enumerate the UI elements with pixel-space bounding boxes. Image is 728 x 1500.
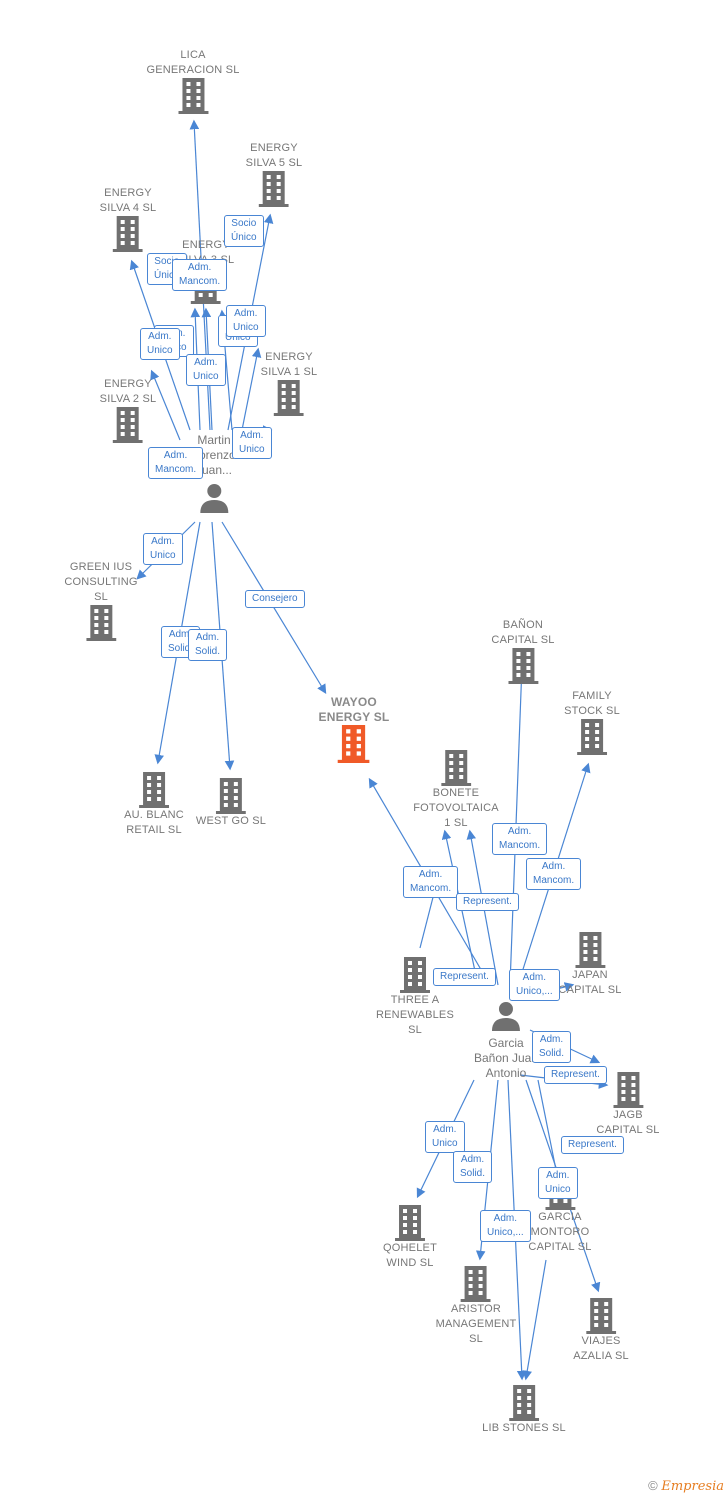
company-label: LICA GENERACION SL: [146, 49, 240, 76]
footer-brand[interactable]: © Empresia: [648, 1478, 724, 1494]
role-badge[interactable]: Adm. Solid.: [532, 1031, 572, 1063]
building-icon: [509, 1385, 539, 1421]
company-bonete-fotovoltaica[interactable]: BONETE FOTOVOLTAICA 1 SL: [413, 750, 499, 831]
building-icon: [577, 719, 607, 755]
role-badge[interactable]: Represent.: [456, 893, 519, 911]
edge: [239, 347, 262, 441]
company-label: WEST GO SL: [195, 815, 267, 827]
company-label: BONETE FOTOVOLTAICA 1 SL: [413, 787, 499, 829]
role-badge[interactable]: Adm. Unico: [425, 1121, 465, 1153]
company-label: JAGB CAPITAL SL: [596, 1109, 660, 1136]
building-icon: [585, 1298, 616, 1334]
person-martin-lorenzo[interactable]: Martin Lorenzo Juan...: [192, 433, 236, 514]
role-badge[interactable]: Adm. Unico: [232, 427, 272, 459]
building-icon: [273, 380, 304, 416]
company-energy-silva-5[interactable]: ENERGY SILVA 5 SL: [246, 141, 303, 207]
building-icon: [395, 1205, 425, 1241]
company-label: ENERGY SILVA 2 SL: [99, 378, 157, 405]
company-label: FAMILY STOCK SL: [564, 690, 620, 717]
building-icon: [112, 216, 143, 252]
company-label: VIAJES AZALIA SL: [573, 1335, 629, 1362]
company-label: ENERGY SILVA 5 SL: [245, 142, 303, 169]
company-lib-stones[interactable]: LIB STONES SL: [482, 1385, 566, 1436]
role-badge[interactable]: Adm. Mancom.: [492, 823, 548, 855]
role-badge[interactable]: Adm. Solid.: [188, 629, 228, 661]
company-west-go[interactable]: WEST GO SL: [196, 778, 266, 829]
building-icon: [461, 1266, 491, 1302]
role-badge[interactable]: Adm. Mancom.: [403, 866, 459, 898]
company-energy-silva-1[interactable]: ENERGY SILVA 1 SL: [261, 350, 318, 416]
company-banon-capital[interactable]: BAÑON CAPITAL SL: [491, 618, 554, 684]
building-icon: [441, 750, 471, 786]
company-label: WAYOO ENERGY SL: [318, 695, 390, 724]
company-viajes-azalia[interactable]: VIAJES AZALIA SL: [573, 1298, 629, 1364]
company-wayoo-energy[interactable]: WAYOO ENERGY SL: [319, 695, 390, 763]
company-label: AU. BLANC RETAIL SL: [124, 809, 184, 836]
person-icon: [200, 484, 228, 513]
role-badge[interactable]: Represent.: [544, 1066, 607, 1084]
role-badge[interactable]: Adm. Mancom.: [148, 447, 204, 479]
building-icon: [258, 171, 289, 207]
company-energy-silva-4[interactable]: ENERGY SILVA 4 SL: [100, 186, 157, 252]
company-au-blanc-retail[interactable]: AU. BLANC RETAIL SL: [124, 772, 184, 838]
company-japan-capital[interactable]: JAPAN CAPITAL SL: [558, 932, 621, 998]
company-energy-silva-2[interactable]: ENERGY SILVA 2 SL: [100, 377, 157, 443]
company-label: ENERGY SILVA 1 SL: [260, 351, 318, 378]
company-qohelet-wind[interactable]: QOHELET WIND SL: [383, 1205, 437, 1271]
company-label: THREE A RENEWABLES SL: [375, 994, 455, 1036]
building-icon: [507, 648, 538, 684]
edge: [522, 1259, 547, 1381]
role-badge[interactable]: Adm. Unico: [140, 328, 180, 360]
role-badge[interactable]: Adm. Unico: [186, 354, 226, 386]
role-badge[interactable]: Adm. Unico: [226, 305, 266, 337]
person-garcia-banon[interactable]: Garcia Bañon Juan Antonio: [474, 1000, 538, 1081]
role-badge[interactable]: Represent.: [433, 968, 496, 986]
building-icon: [177, 78, 208, 114]
role-badge[interactable]: Adm. Solid.: [453, 1151, 493, 1183]
building-icon: [215, 778, 246, 814]
building-icon: [399, 957, 430, 993]
company-label: BAÑON CAPITAL SL: [491, 619, 555, 646]
company-label: ARISTOR MANAGEMENT SL: [435, 1303, 517, 1345]
company-jagb-capital[interactable]: JAGB CAPITAL SL: [596, 1072, 659, 1138]
person-label: Martin Lorenzo Juan...: [192, 433, 236, 477]
building-icon: [612, 1072, 643, 1108]
role-badge[interactable]: Adm. Mancom.: [526, 858, 582, 890]
building-icon: [86, 605, 116, 641]
role-badge[interactable]: Adm. Mancom.: [172, 259, 228, 291]
company-label: GREEN IUS CONSULTING SL: [64, 561, 138, 603]
edge: [150, 369, 181, 441]
role-badge[interactable]: Adm. Unico,...: [480, 1210, 531, 1242]
company-three-a-renewables[interactable]: THREE A RENEWABLES SL: [376, 957, 454, 1038]
building-icon: [574, 932, 605, 968]
role-badge[interactable]: Adm. Unico,...: [509, 969, 560, 1001]
company-lica[interactable]: LICA GENERACION SL: [146, 48, 239, 114]
company-label: QOHELET WIND SL: [383, 1242, 437, 1269]
role-badge[interactable]: Adm. Unico: [538, 1167, 578, 1199]
company-label: GARCIA MONTORO CAPITAL SL: [528, 1211, 592, 1253]
company-aristor-management[interactable]: ARISTOR MANAGEMENT SL: [436, 1266, 517, 1347]
role-badge[interactable]: Socio Único: [224, 215, 264, 247]
brand-logo: Empresia: [661, 1479, 724, 1494]
building-icon: [112, 407, 143, 443]
person-icon: [492, 1002, 520, 1031]
role-badge[interactable]: Adm. Unico: [143, 533, 183, 565]
company-family-stock[interactable]: FAMILY STOCK SL: [564, 689, 620, 755]
copyright-symbol: ©: [648, 1478, 658, 1493]
role-badge[interactable]: Represent.: [561, 1136, 624, 1154]
company-label: LIB STONES SL: [482, 1422, 566, 1434]
person-label: Garcia Bañon Juan Antonio: [473, 1036, 539, 1080]
company-label: ENERGY SILVA 4 SL: [99, 187, 157, 214]
building-icon: [338, 725, 370, 763]
company-green-ius-consulting[interactable]: GREEN IUS CONSULTING SL: [64, 560, 137, 641]
company-label: JAPAN CAPITAL SL: [558, 969, 622, 996]
role-badge[interactable]: Consejero: [245, 590, 305, 608]
building-icon: [139, 772, 169, 808]
